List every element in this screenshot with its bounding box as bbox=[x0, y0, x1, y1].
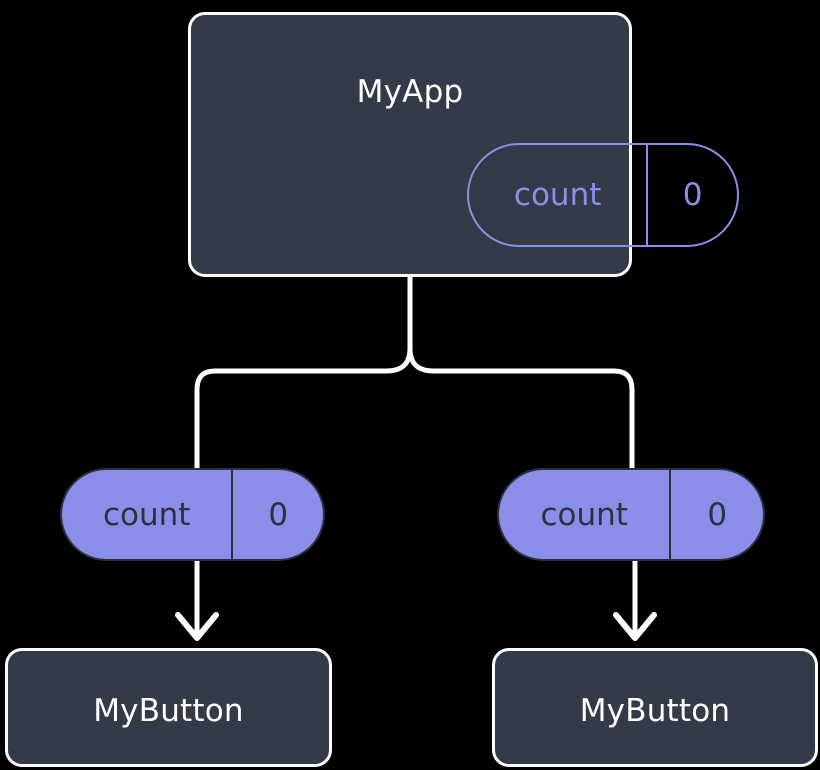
node-mybutton-left-card[interactable]: MyButton bbox=[5, 648, 332, 767]
state-pill-branch-left[interactable]: count 0 bbox=[60, 468, 325, 561]
node-myapp-label: MyApp bbox=[356, 74, 464, 110]
arrow-down-left bbox=[175, 561, 219, 641]
state-pill-root-key: count bbox=[513, 177, 602, 213]
state-pill-branch-right[interactable]: count 0 bbox=[497, 468, 765, 561]
node-mybutton-left-label: MyButton bbox=[93, 693, 244, 729]
state-pill-branch-right-key: count bbox=[540, 496, 628, 533]
arrow-down-right bbox=[613, 561, 657, 641]
state-pill-root-value: 0 bbox=[646, 145, 737, 245]
state-pill-root[interactable]: count 0 bbox=[467, 143, 739, 247]
fork-wire-left bbox=[194, 345, 413, 471]
state-pill-branch-left-value: 0 bbox=[231, 470, 323, 559]
node-mybutton-right-label: MyButton bbox=[579, 693, 731, 729]
node-myapp-card[interactable]: MyApp count 0 bbox=[188, 12, 739, 277]
node-mybutton-right-card[interactable]: MyButton bbox=[492, 648, 818, 767]
state-pill-branch-right-value: 0 bbox=[669, 470, 763, 559]
fork-wire-right bbox=[407, 345, 635, 471]
state-pill-branch-left-key: count bbox=[102, 496, 191, 533]
